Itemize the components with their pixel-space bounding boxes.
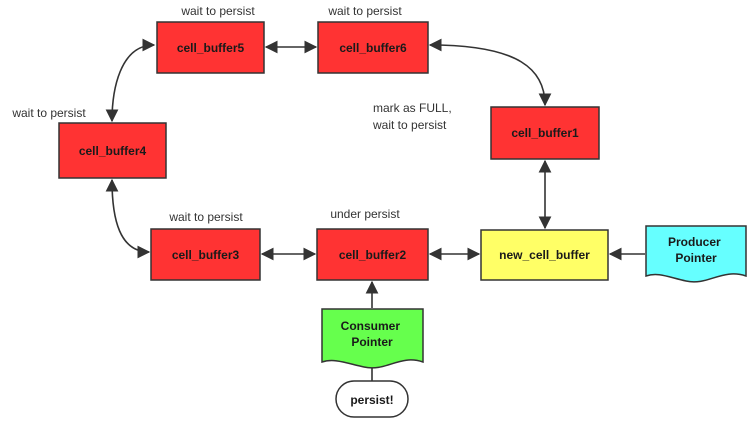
consumer-pointer-line1: Consumer [341,319,401,333]
caption-buffer3: wait to persist [168,210,243,224]
cell-buffer4-label: cell_buffer4 [79,144,147,158]
cell-buffer6-label: cell_buffer6 [339,41,407,55]
cell-buffer2-box [316,228,429,281]
cell-buffer5-node: cell_buffer5 [156,21,265,74]
new-cell-buffer-label: new_cell_buffer [499,248,590,262]
cell-buffer2-node: cell_buffer2 [316,228,429,281]
cell-buffer6-node: cell_buffer6 [317,21,429,74]
producer-pointer-shape [645,225,747,283]
caption-buffer4: wait to persist [11,106,86,120]
caption-buffer5: wait to persist [180,4,255,18]
cell-buffer6-box [317,21,429,74]
persist-label: persist! [350,393,393,407]
new-cell-buffer-box [480,229,609,281]
caption-buffer1-line2: wait to persist [372,118,447,132]
caption-buffer1-line1: mark as FULL, [373,101,452,115]
link-buffer6-buffer1 [428,38,552,107]
caption-buffer6: wait to persist [327,4,402,18]
producer-pointer-label: Producer Pointer [668,235,724,265]
cell-buffer1-label: cell_buffer1 [511,126,579,140]
persist-node: persist! [335,380,409,418]
caption-buffer1: mark as FULL, wait to persist [372,101,455,132]
consumer-pointer-node: Consumer Pointer [321,308,424,369]
new-cell-buffer-node: new_cell_buffer [480,229,609,281]
cell-buffer3-node: cell_buffer3 [150,228,261,281]
cell-buffer2-label: cell_buffer2 [339,248,407,262]
link-buffer4-buffer3 [105,178,151,259]
cell-buffer3-box [150,228,261,281]
cell-buffer4-box [58,122,167,179]
cell-buffer5-box [156,21,265,74]
persist-pill [335,380,409,418]
producer-pointer-line2: Pointer [675,251,717,265]
consumer-pointer-line2: Pointer [351,335,393,349]
caption-buffer2: under persist [330,207,400,221]
cell-buffer5-label: cell_buffer5 [177,41,245,55]
cell-buffer4-node: cell_buffer4 [58,122,167,179]
connectors [105,38,645,381]
consumer-pointer-shape [321,308,424,369]
producer-pointer-node: Producer Pointer [645,225,747,283]
cell-buffer3-label: cell_buffer3 [172,248,240,262]
cell-buffer1-node: cell_buffer1 [490,106,600,160]
link-buffer5-buffer4 [105,38,156,123]
cell-buffer1-box [490,106,600,160]
consumer-pointer-label: Consumer Pointer [341,319,404,349]
producer-pointer-line1: Producer [668,235,721,249]
